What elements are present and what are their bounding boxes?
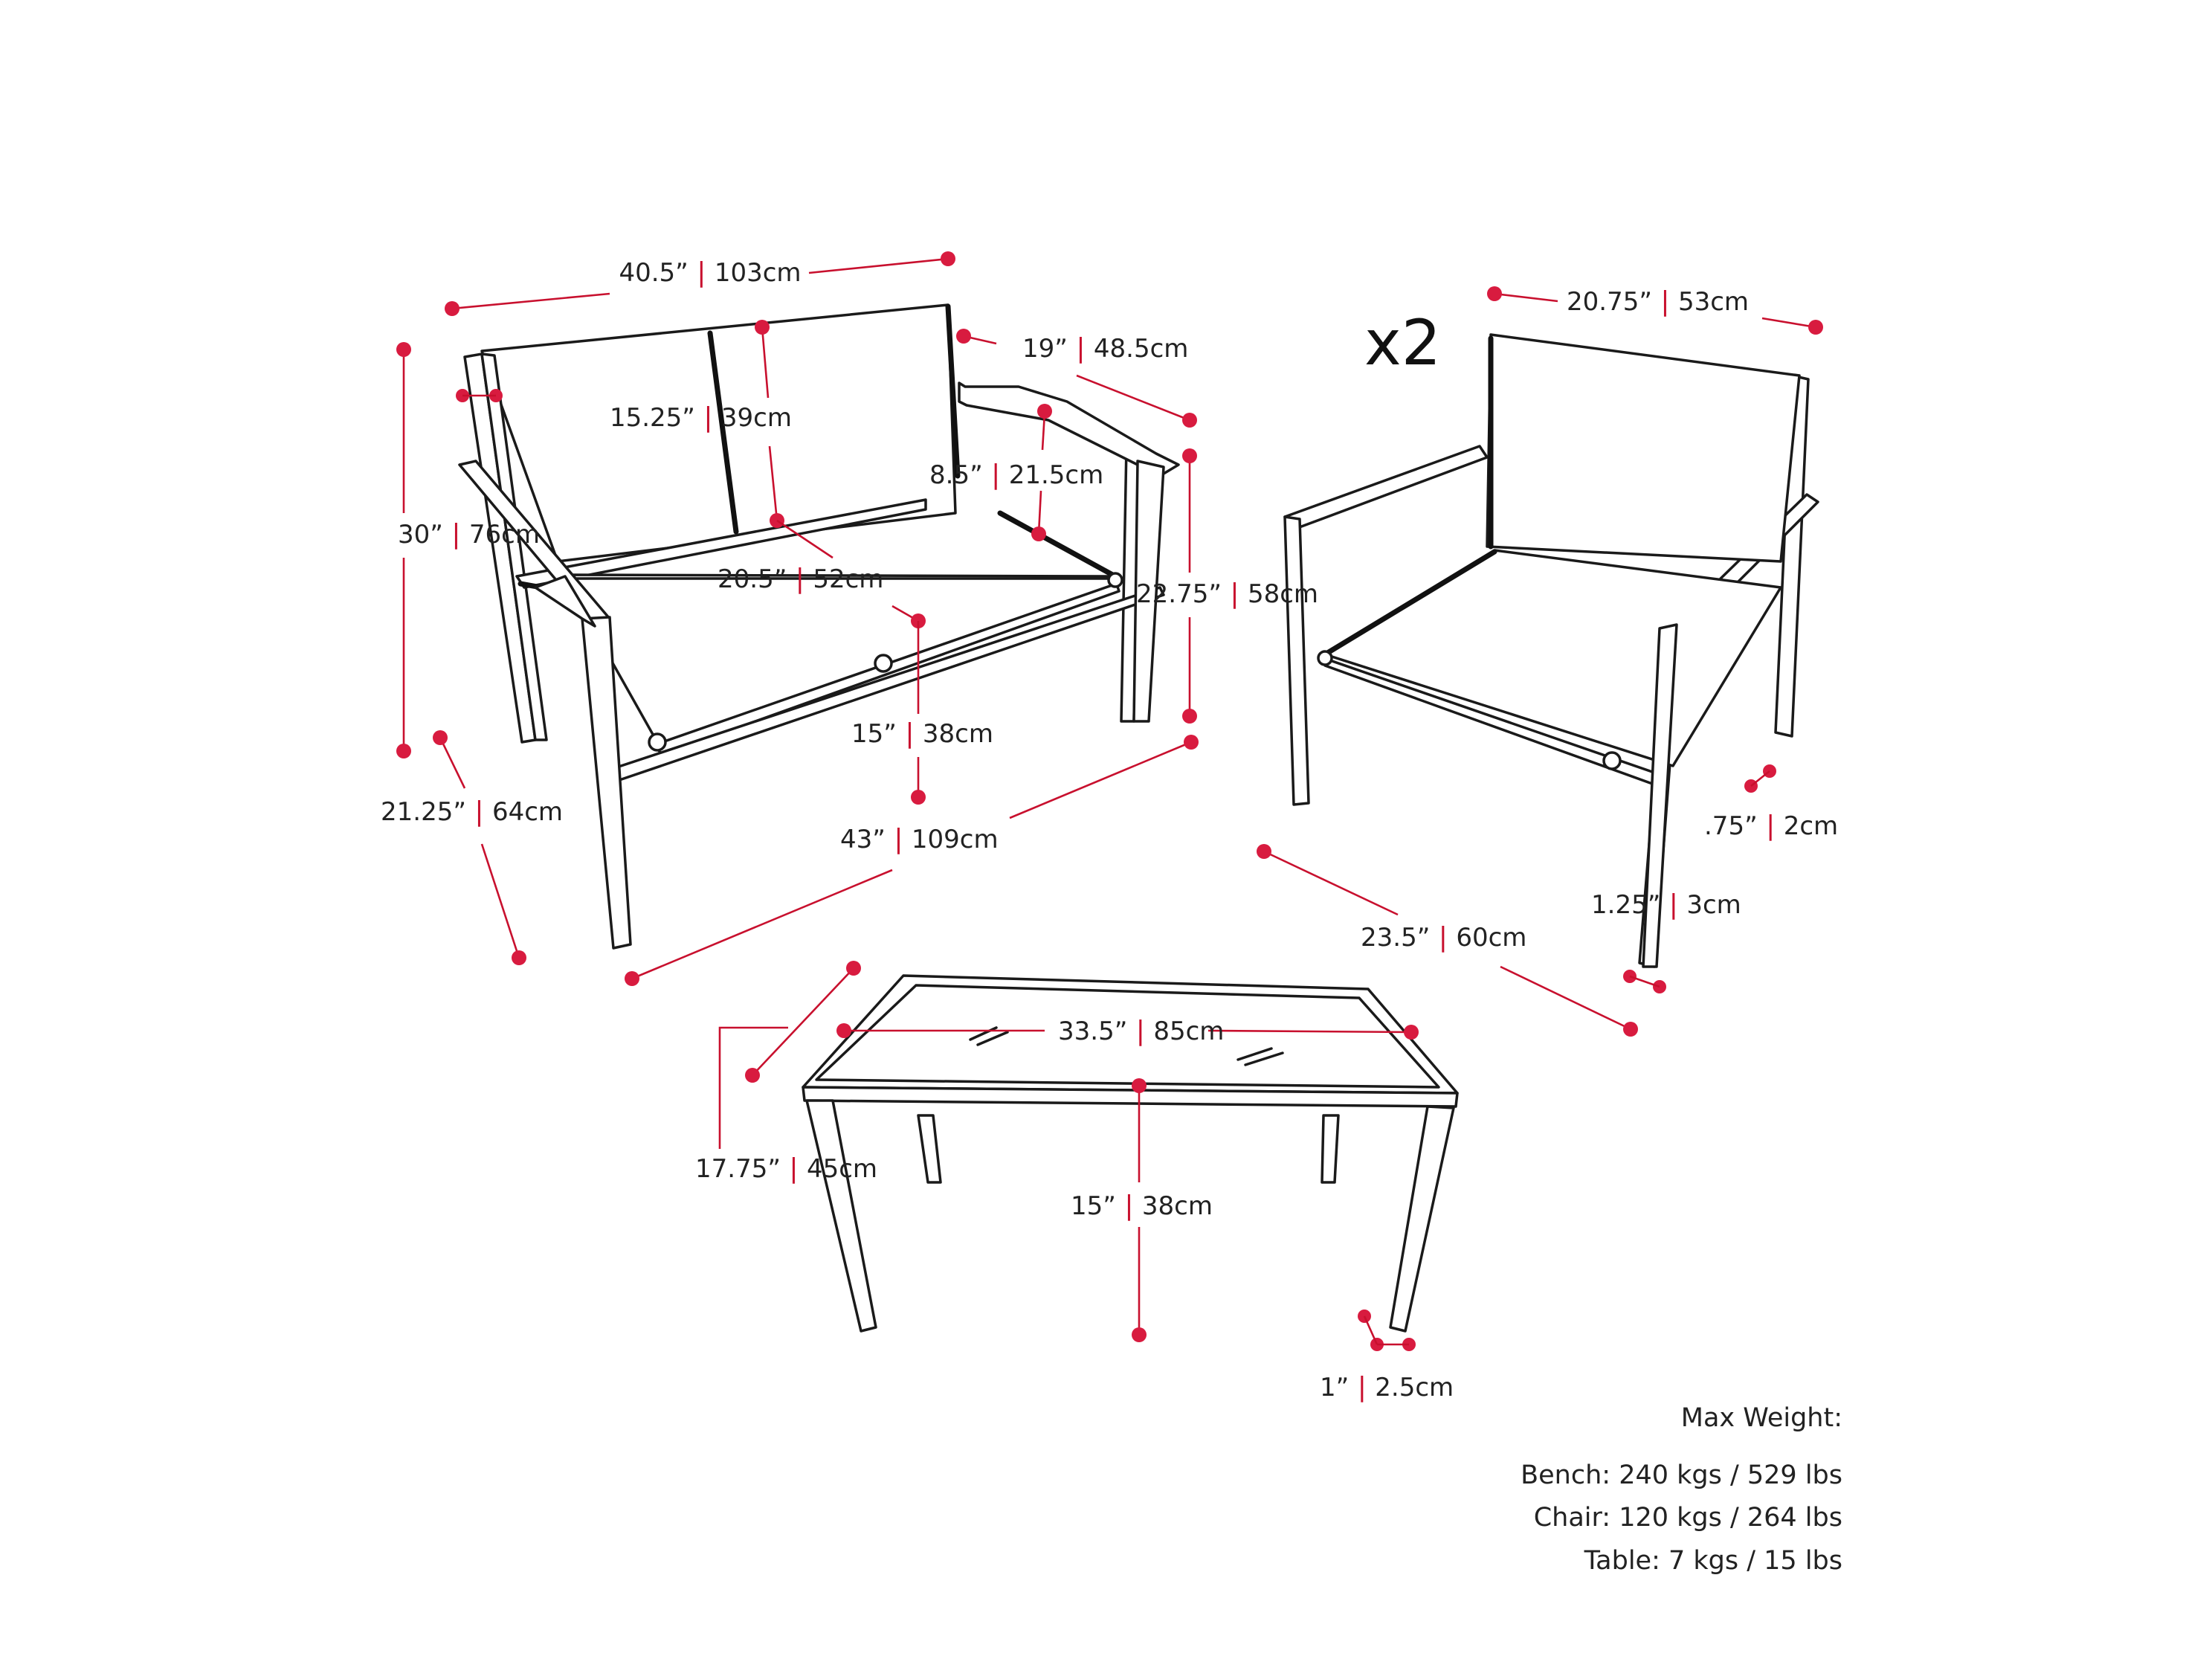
dim-table-width: 17.75” | 45cm (695, 1153, 877, 1184)
dim-bench-seat-width: 20.5” | 52cm (718, 564, 883, 594)
dim-bench-armrest: 8.5” | 21.5cm (929, 460, 1103, 490)
dim-bench-back-height: 15.25” | 39cm (610, 402, 792, 433)
max-weight-title: Max Weight: (1681, 1403, 1842, 1433)
table-drawing (802, 974, 1459, 1333)
max-weight-bench: Bench: 240 kgs / 529 lbs (1521, 1460, 1842, 1490)
max-weight-block: Max Weight: Bench: 240 kgs / 529 lbs Cha… (1521, 1403, 1842, 1576)
dim-bench-seat-depth: 19” | 48.5cm (1022, 333, 1188, 364)
chair-drawing (1283, 333, 1819, 968)
dim-bench-length: 43” | 109cm (840, 824, 999, 854)
dim-bench-arm-height: 22.75” | 58cm (1136, 579, 1318, 609)
dim-bench-height: 30” | 76cm (398, 519, 540, 550)
chair-quantity: x2 (1364, 306, 1441, 379)
dim-chair-leg-large: 1.25” | 3cm (1591, 889, 1741, 920)
dimension-lines (396, 251, 1823, 1351)
dim-chair-depth: 23.5” | 60cm (1361, 922, 1526, 953)
dimension-labels: 40.5” | 103cm 15.25” | 39cm 19” | 48.5cm… (381, 257, 1838, 1402)
max-weight-table: Table: 7 kgs / 15 lbs (1584, 1546, 1842, 1576)
dim-table-height: 15” | 38cm (1071, 1191, 1213, 1221)
dim-table-length: 33.5” | 85cm (1058, 1016, 1224, 1046)
dim-bench-depth: 21.25” | 64cm (381, 796, 563, 827)
dim-bench-seat-height: 15” | 38cm (851, 718, 993, 749)
dim-chair-width: 20.75” | 53cm (1567, 286, 1749, 317)
dim-chair-leg-small: .75” | 2cm (1704, 811, 1838, 841)
max-weight-chair: Chair: 120 kgs / 264 lbs (1534, 1503, 1842, 1533)
dim-bench-width: 40.5” | 103cm (619, 257, 801, 288)
dim-table-leg: 1” | 2.5cm (1320, 1372, 1454, 1402)
bench-drawing (458, 303, 1180, 950)
